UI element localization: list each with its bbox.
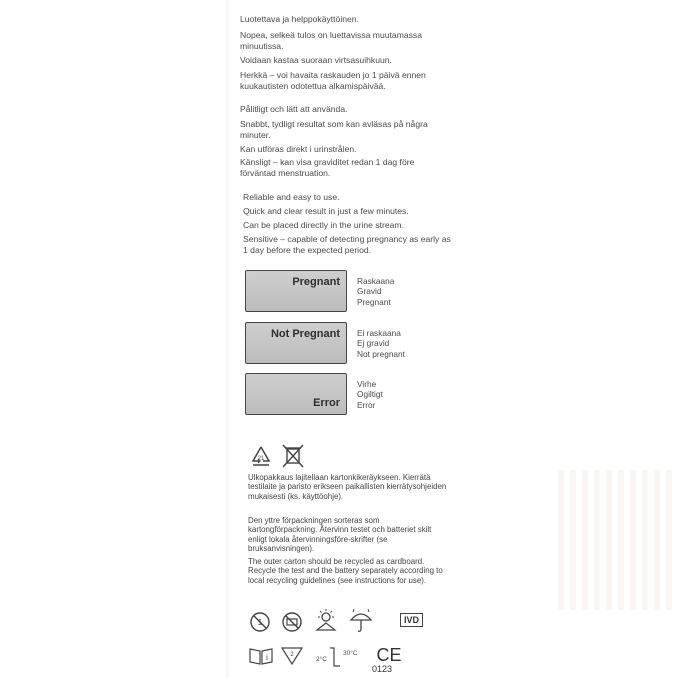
result-text-error: Error (313, 397, 340, 409)
label-fi: Raskaana (357, 276, 395, 286)
label-sv: Ogiltigt (357, 389, 383, 400)
crossed-bin-icon (282, 444, 304, 468)
label-en: Error (357, 399, 376, 410)
en-line-2: Quick and clear result in just a few min… (243, 206, 409, 216)
do-not-reuse-icon: 1 (250, 612, 270, 632)
recycling-text-sv: Den yttre förpackningen sorteras som kar… (248, 516, 432, 554)
package-side-panel: Luotettava ja helppokäyttöinen. Nopea, s… (230, 0, 451, 678)
label-sv: Ej gravid (357, 338, 390, 349)
fi-line-2: Nopea, selkeä tulos on luettavissa muuta… (240, 30, 423, 51)
background-texture (558, 470, 678, 610)
en-line-4: Sensitive – capable of detecting pregnan… (243, 234, 451, 255)
reuse-count: 1 (258, 618, 263, 627)
svg-text:i: i (266, 653, 269, 662)
result-labels-error: Virhe Ogiltigt Error (357, 379, 383, 410)
result-labels-pregnant: Raskaana Gravid Pregnant (357, 276, 394, 307)
recycle-icon: 21 (251, 446, 271, 466)
fi-line-3: Voidaan kastaa suoraan virtsasuihkuun. (240, 55, 392, 65)
sun-icon (315, 609, 337, 631)
consult-instructions-icon: i (249, 648, 273, 665)
battery-icon (282, 612, 302, 632)
panel-edge (226, 0, 230, 678)
svg-text:CE: CE (376, 645, 401, 664)
label-en: Not pregnant (357, 348, 405, 359)
recycling-text-en: The outer carton should be recycled as c… (248, 557, 443, 585)
recycle-code: 21 (258, 456, 265, 462)
label-fi: Ei raskaana (357, 328, 401, 338)
temp-high: 30°C (343, 650, 358, 657)
expiry-icon: 2 (280, 647, 304, 666)
sv-line-3: Kan utföras direkt i urinstrålen. (240, 144, 357, 154)
fi-line-4: Herkkä – voi havaita raskauden jo 1 päiv… (240, 70, 426, 91)
notified-body-number: 0123 (372, 664, 393, 674)
en-line-3: Can be placed directly in the urine stre… (243, 220, 404, 230)
ivd-icon: IVD (400, 613, 424, 627)
result-display-not-pregnant: Not Pregnant (245, 322, 347, 364)
result-display-error: Error (245, 373, 347, 415)
fi-line-1: Luotettava ja helppokäyttöinen. (240, 14, 359, 24)
ce-mark-icon: CE (376, 645, 401, 664)
label-sv: Gravid (357, 286, 382, 297)
temp-low: 2°C (316, 656, 327, 663)
en-line-1: Reliable and easy to use. (243, 192, 340, 202)
result-display-pregnant: Pregnant (245, 270, 347, 312)
sv-line-4: Känsligt – kan visa graviditet redan 1 d… (240, 157, 415, 178)
label-en: Pregnant (357, 296, 391, 307)
svg-text:2: 2 (290, 652, 294, 658)
result-text-not-pregnant: Not Pregnant (270, 328, 340, 340)
temperature-limit-icon (330, 647, 340, 667)
recycling-text-fi: Ulkopakkaus lajitellaan kartonkikeräykse… (248, 473, 447, 501)
umbrella-icon (349, 608, 373, 632)
result-labels-not-pregnant: Ei raskaana Ej gravid Not pregnant (357, 328, 405, 359)
sv-line-1: Pålitligt och lätt att använda. (240, 104, 348, 114)
result-text-pregnant: Pregnant (292, 276, 340, 288)
sv-line-2: Snabbt, tydligt resultat som kan avläsas… (240, 119, 428, 140)
label-fi: Virhe (357, 379, 377, 389)
